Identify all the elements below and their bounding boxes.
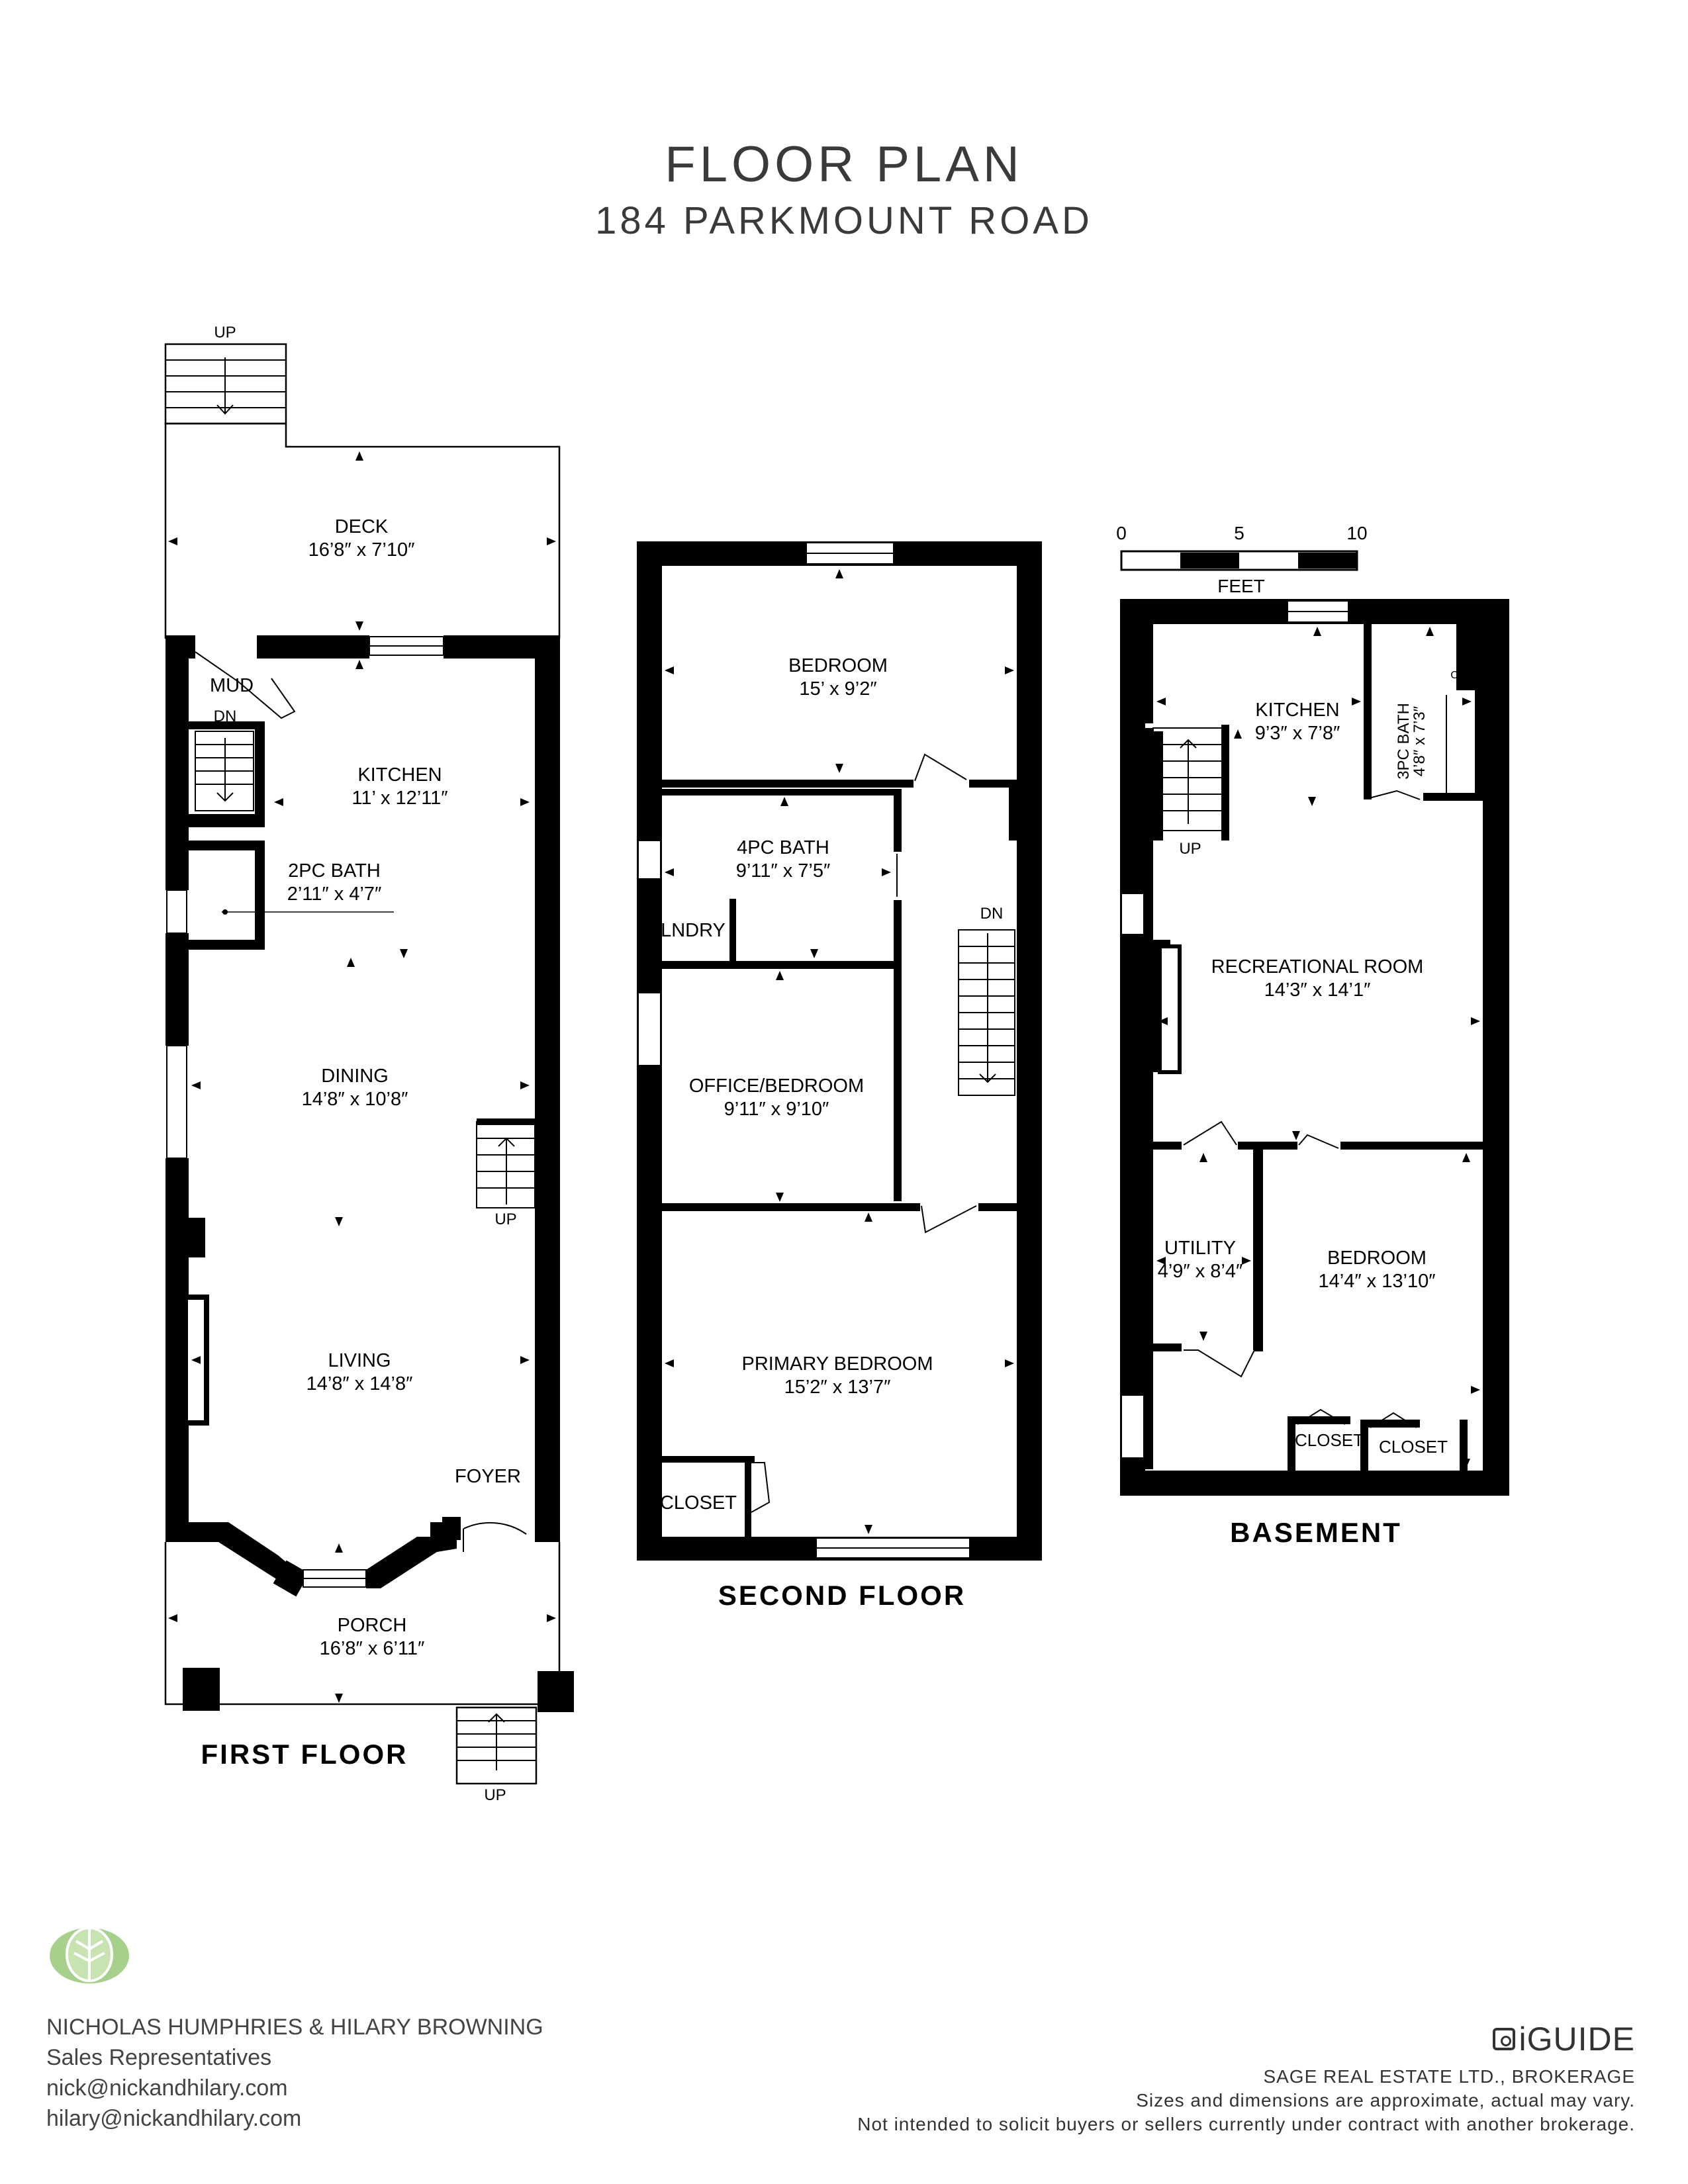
second-door-closet xyxy=(751,1462,771,1513)
deck-outline xyxy=(164,422,561,639)
basement-label: BASEMENT xyxy=(1230,1517,1402,1548)
stair-label-interior-up: UP xyxy=(494,1210,516,1228)
room-kitchen1-name: KITCHEN xyxy=(357,764,442,786)
room-office-name: OFFICE/BEDROOM xyxy=(689,1075,864,1097)
room-kitchenB-name: KITCHEN xyxy=(1255,700,1339,721)
room-clos-name: CLOS xyxy=(1450,670,1479,681)
footer-disclaimer: SAGE REAL ESTATE LTD., BROKERAGE Sizes a… xyxy=(857,2065,1635,2136)
porch-post-right xyxy=(538,1671,574,1712)
iguide-brand: iGUIDE xyxy=(1492,2020,1635,2058)
room-bedroomB-name: BEDROOM xyxy=(1327,1248,1427,1269)
basement: 0 5 10 FEET xyxy=(1116,523,1509,1548)
stair-label-dn: DN xyxy=(214,707,237,725)
scale-unit: FEET xyxy=(1217,576,1265,596)
room-living-name: LIVING xyxy=(328,1350,391,1371)
basement-door-utility xyxy=(1184,1349,1255,1378)
basement-bath-door xyxy=(1371,790,1421,800)
second-stairs xyxy=(958,929,1015,1096)
stair-label-second-dn: DN xyxy=(980,905,1004,923)
room-primary-dims: 15’2″ x 13’7″ xyxy=(784,1377,891,1398)
basement-stairs xyxy=(1152,727,1223,831)
first-wall-top-right xyxy=(257,635,369,659)
room-utility-dims: 4’9″ x 8’4″ xyxy=(1158,1261,1243,1282)
agent-logo xyxy=(50,1927,129,1983)
room-bath4pc-dims: 9’11″ x 7’5″ xyxy=(736,860,831,882)
scale-tick-5: 5 xyxy=(1234,523,1244,543)
page-title: FLOOR PLAN xyxy=(665,136,1023,193)
room-mud-name: MUD xyxy=(210,675,254,696)
room-kitchen1-dims: 11’ x 12’11″ xyxy=(352,788,447,809)
room-kitchenB-dims: 9’3″ x 7’8″ xyxy=(1255,723,1340,744)
agent-email-1[interactable]: nick@nickandhilary.com xyxy=(46,2075,288,2101)
first-mud-door xyxy=(195,651,296,719)
room-dining-name: DINING xyxy=(321,1066,389,1087)
room-rec-dims: 14’3″ x 14’1″ xyxy=(1264,979,1371,1001)
second-door-primary xyxy=(921,1205,977,1234)
iguide-icon xyxy=(1492,2028,1515,2050)
room-bath2pc-dims: 2’11″ x 4’7″ xyxy=(287,884,382,905)
room-porch-dims: 16’8″ x 6’11″ xyxy=(320,1638,425,1659)
room-deck-dims: 16’8″ x 7’10″ xyxy=(308,539,415,561)
porch-stairs xyxy=(455,1706,538,1785)
room-closetB2-name: CLOSET xyxy=(1379,1437,1448,1457)
scale-bar: 0 5 10 FEET xyxy=(1116,523,1367,596)
room-utility-name: UTILITY xyxy=(1164,1238,1236,1259)
room-living-dims: 14’8″ x 14’8″ xyxy=(306,1373,413,1394)
agent-email-2[interactable]: hilary@nickandhilary.com xyxy=(46,2106,302,2131)
room-bath3pc-name: 3PC BATH xyxy=(1395,703,1413,780)
basement-door-rec-2 xyxy=(1298,1134,1339,1149)
room-foyer-name: FOYER xyxy=(455,1466,521,1487)
first-front-door-swing xyxy=(463,1522,527,1535)
second-window-left-1 xyxy=(637,840,661,880)
first-window-left-1 xyxy=(166,889,187,934)
agent-names: NICHOLAS HUMPHRIES & HILARY BROWNING xyxy=(46,2015,543,2040)
property-address: 184 PARKMOUNT ROAD xyxy=(595,199,1093,242)
stair-label-basement-up: UP xyxy=(1179,840,1201,858)
room-bedroom2-name: BEDROOM xyxy=(788,655,888,676)
deck-stairs xyxy=(164,343,287,425)
second-floor-label: SECOND FLOOR xyxy=(718,1580,966,1611)
room-bath3pc-dims: 4’8″ x 7’3″ xyxy=(1411,705,1429,776)
disclaimer-line-2: Not intended to solicit buyers or seller… xyxy=(857,2114,1635,2134)
room-primary-name: PRIMARY BEDROOM xyxy=(742,1353,933,1375)
room-porch-name: PORCH xyxy=(338,1615,407,1636)
agent-role: Sales Representatives xyxy=(46,2045,272,2070)
room-bath2pc-name: 2PC BATH xyxy=(288,860,381,882)
stair-label-porch-up: UP xyxy=(484,1786,506,1804)
disclaimer-line-1: Sizes and dimensions are approximate, ac… xyxy=(1136,2090,1635,2111)
basement-window-left-2 xyxy=(1121,1394,1145,1459)
room-deck-name: DECK xyxy=(335,516,389,537)
first-interior-stairs xyxy=(476,1118,536,1208)
first-floor-label: FIRST FLOOR xyxy=(201,1739,408,1770)
room-closet2-name: CLOSET xyxy=(660,1492,737,1514)
first-basement-stairs xyxy=(195,731,254,811)
second-floor: BEDROOM 15’ x 9’2″ 4PC BATH 9’11″ x 7’5″… xyxy=(637,541,1042,1611)
first-window-left-2 xyxy=(166,1045,187,1159)
room-lndry-name: LNDRY xyxy=(661,920,726,941)
porch-outline xyxy=(164,1542,561,1706)
room-dining-dims: 14’8″ x 10’8″ xyxy=(302,1089,408,1110)
room-office-dims: 9’11″ x 9’10″ xyxy=(724,1099,829,1120)
room-bath4pc-name: 4PC BATH xyxy=(737,837,829,858)
brokerage-name: SAGE REAL ESTATE LTD., BROKERAGE xyxy=(1263,2066,1635,2087)
second-window-left-2 xyxy=(637,992,661,1066)
basement-door-rec-1 xyxy=(1183,1120,1237,1146)
porch-post-left xyxy=(183,1668,220,1711)
iguide-text: iGUIDE xyxy=(1519,2021,1635,2058)
agent-info: NICHOLAS HUMPHRIES & HILARY BROWNING Sal… xyxy=(46,2012,543,2134)
stair-label-deck-up: UP xyxy=(214,324,236,341)
first-floor: UP DECK 16’8″ x 7’10″ MUD DN KITCHEN 11’… xyxy=(164,324,574,1804)
room-bedroom2-dims: 15’ x 9’2″ xyxy=(799,678,876,700)
scale-tick-10: 10 xyxy=(1346,523,1367,543)
scale-tick-0: 0 xyxy=(1116,523,1127,543)
basement-window-left-1 xyxy=(1121,893,1145,935)
room-bedroomB-dims: 14’4″ x 13’10″ xyxy=(1319,1271,1436,1292)
room-closetB1-name: CLOSET xyxy=(1295,1430,1364,1450)
second-door-hall xyxy=(914,753,967,782)
room-rec-name: RECREATIONAL ROOM xyxy=(1211,956,1424,978)
